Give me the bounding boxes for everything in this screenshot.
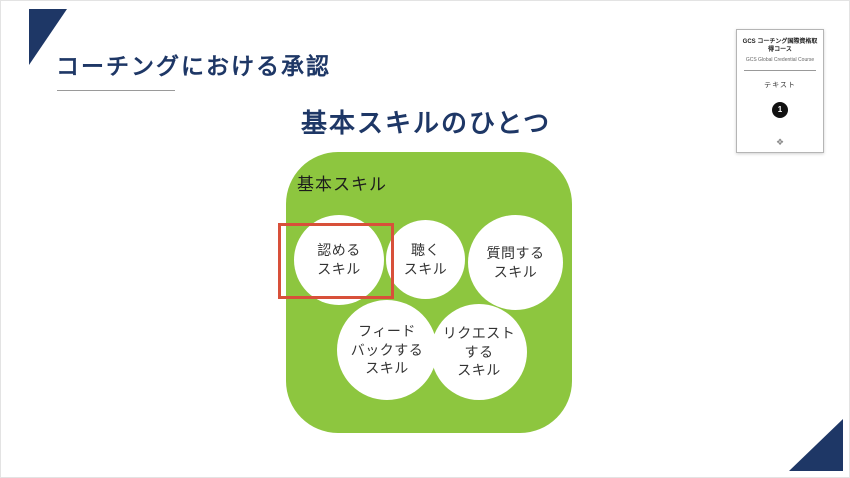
corner-triangle-bottom-right (789, 419, 843, 471)
skill-label: フィード バックする スキル (350, 322, 424, 377)
skill-circle-feedback: フィード バックする スキル (337, 300, 437, 400)
skill-label: 聴く スキル (403, 241, 448, 277)
skill-circle-acknowledge: 認める スキル (294, 215, 384, 305)
textbook-number-badge: 1 (772, 101, 788, 118)
skill-circle-request: リクエスト する スキル (431, 304, 527, 400)
textbook-card-title: GCS コーチング国際資格取得コース (742, 39, 818, 53)
skill-label: リクエスト する スキル (442, 324, 516, 379)
skill-label: 認める スキル (317, 242, 361, 277)
textbook-card: GCS コーチング国際資格取得コース GCS Global Credential… (736, 29, 824, 153)
highlight-box (278, 223, 394, 299)
textbook-card-divider (744, 69, 816, 71)
textbook-card-subtitle: GCS Global Credential Course (745, 56, 815, 63)
title-underline (57, 90, 175, 91)
slide-title: コーチングにおける承認 (56, 53, 331, 79)
skill-circle-listen: 聴く スキル (386, 220, 465, 299)
textbook-card-text-label: テキスト (764, 81, 796, 89)
slide-subtitle: 基本スキルのひとつ (301, 108, 552, 138)
skill-label: 質問する スキル (486, 244, 545, 280)
gcs-logo-icon: ❖ (775, 137, 785, 147)
skill-circle-question: 質問する スキル (468, 215, 563, 310)
skills-group-label: 基本スキル (297, 175, 387, 194)
